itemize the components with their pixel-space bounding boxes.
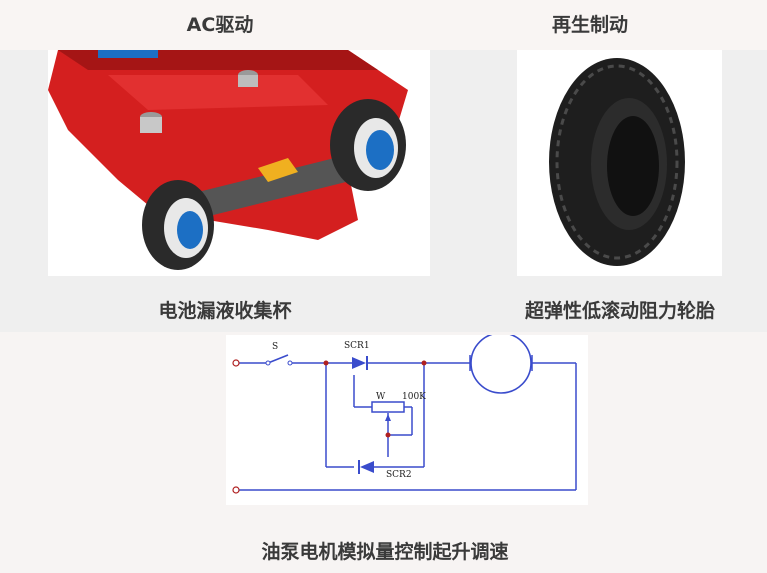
node-wiper [385, 432, 391, 438]
terminal-top [232, 359, 240, 367]
ac-drive-title: AC驱动 [186, 14, 254, 36]
top-band [0, 0, 767, 50]
axle [177, 153, 359, 223]
yellow-bracket [258, 158, 298, 182]
tire-caption: 超弹性低滚动阻力轮胎 [524, 300, 715, 322]
switch-contact-left [265, 360, 271, 366]
scr1-label: SCR1 [344, 341, 370, 351]
potentiometer [371, 401, 405, 413]
post-left-body [140, 117, 162, 133]
tire-bore [607, 116, 659, 216]
tire-illustration [549, 58, 685, 266]
switch-blade [267, 354, 289, 364]
circuit-diagram: S SCR1 W 100K SCR2 [232, 335, 577, 494]
scr2-symbol [360, 461, 374, 473]
circuit-panel: S SCR1 W 100K SCR2 [226, 335, 588, 505]
switch-label: S [272, 342, 278, 352]
pot-label: W [376, 392, 386, 402]
tire-tread-pattern [555, 64, 679, 260]
right-wheel-hub [366, 130, 394, 170]
battery-cup-caption: 电池漏液收集杯 [158, 300, 292, 322]
chassis-illustration [48, 50, 408, 270]
node-right [421, 360, 427, 366]
tire-illustration-panel [517, 50, 722, 276]
left-wheel-hub [177, 211, 203, 249]
pot-wiper-arrow [385, 414, 391, 421]
blue-strip [98, 50, 158, 58]
regen-braking-title: 再生制动 [551, 14, 628, 36]
chassis-top-plate [108, 75, 328, 110]
terminal-bottom [232, 486, 240, 494]
motor-symbol [470, 335, 532, 394]
oil-pump-caption: 油泵电机模拟量控制起升调速 [261, 541, 509, 563]
post-body [238, 75, 258, 87]
switch-contact-right [287, 360, 293, 366]
scr1-symbol [352, 357, 366, 369]
resistance-label: 100K [402, 392, 426, 402]
node-left [323, 360, 329, 366]
chassis-illustration-panel [48, 50, 430, 276]
scr2-label: SCR2 [386, 470, 412, 480]
